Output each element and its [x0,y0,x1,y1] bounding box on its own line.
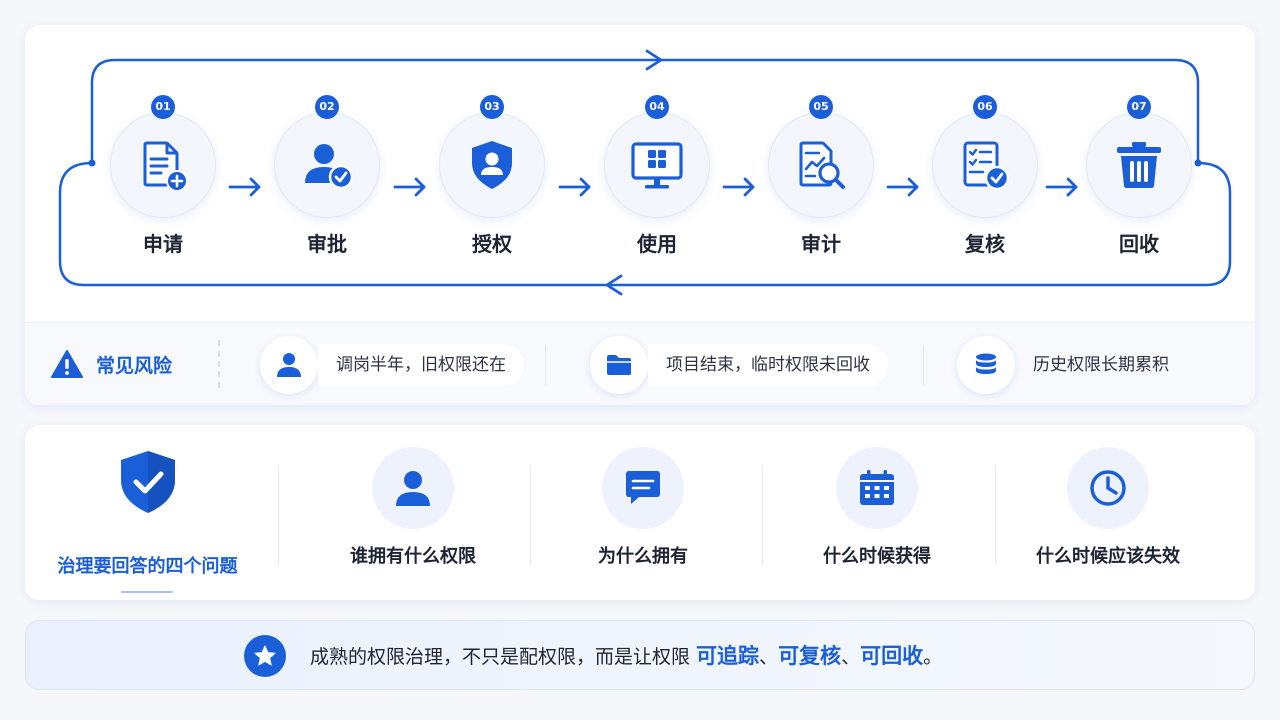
report-search-icon [799,141,845,189]
arrow-right-icon [558,177,591,197]
conclusion-sep: 、 [759,646,779,668]
step-number: 03 [480,95,504,119]
title-underline [121,591,173,593]
lifecycle-loop [58,49,1232,296]
step-label: 复核 [965,232,1005,256]
questions-title: 治理要回答的四个问题 [57,556,238,577]
checklist-check-icon [963,141,1010,191]
shield-check-icon [121,451,175,513]
step-number: 02 [315,95,339,119]
step-number: 07 [1127,95,1151,119]
questions-header: 治理要回答的四个问题 [25,445,270,593]
warning-icon [51,350,83,378]
conclusion-bar: 成熟的权限治理，不只是配权限，而是让权限 可追踪、可复核、可回收。 [25,620,1255,690]
risk-item-text: 历史权限长期累积 [1033,355,1169,375]
folder-icon [607,355,631,375]
step-revoke: 07 回收 [1069,95,1209,265]
conclusion-text: 成熟的权限治理，不只是配权限，而是让权限 可追踪、可复核、可回收。 [310,621,942,691]
step-number: 01 [151,95,175,119]
conclusion-end: 。 [923,646,943,668]
step-apply: 01 申请 [93,95,233,265]
step-number: 04 [645,95,669,119]
question-text: 什么时候获得 [823,546,931,567]
step-review: 06 复核 [915,95,1055,265]
question-text: 为什么拥有 [598,546,688,567]
user-icon [396,471,430,506]
monitor-apps-icon [631,142,683,189]
step-label: 回收 [1119,232,1159,256]
step-number: 06 [973,95,997,119]
governance-questions-card: 治理要回答的四个问题 谁拥有什么权限 为什么拥有 [25,425,1255,600]
highlight-reviewable: 可复核 [778,644,842,668]
user-icon [277,353,301,377]
trash-icon [1117,142,1161,188]
calendar-icon [860,470,894,505]
arrow-right-icon [722,177,755,197]
arrow-right-icon [228,177,261,197]
arrow-right-icon [393,177,426,197]
step-label: 申请 [143,232,183,256]
risk-item: 项目结束，临时权限未回收 [590,336,888,394]
conclusion-lead: 成熟的权限治理，不只是配权限，而是让权限 [310,646,697,668]
risk-item: 调岗半年，旧权限还在 [260,336,524,394]
question-when-granted: 什么时候获得 [762,447,992,577]
loop-arrow-left-icon [605,274,623,296]
step-label: 审批 [307,232,347,256]
step-label: 审计 [801,232,841,256]
star-icon [254,645,276,666]
loop-top-line [90,58,1200,163]
loop-bottom-line [58,161,1232,287]
step-number: 05 [809,95,833,119]
lifecycle-card: 01 申请 02 审批 03 [25,25,1255,405]
loop-arrow-right-icon [645,49,663,71]
message-icon [626,471,660,504]
step-audit: 05 审计 [751,95,891,265]
risk-band: 常见风险 调岗半年，旧权限还在 项目结束，临时权限未回收 [25,322,1255,405]
user-check-icon [305,144,354,190]
question-why: 为什么拥有 [528,447,758,577]
database-icon [976,353,996,374]
clock-icon [1090,470,1126,506]
step-label: 使用 [637,232,677,256]
arrow-right-icon [1045,177,1078,197]
conclusion-sep: 、 [841,646,861,668]
document-add-icon [143,141,188,192]
step-label: 授权 [472,232,512,256]
question-text: 什么时候应该失效 [1036,546,1180,567]
risk-item: 历史权限长期累积 [957,336,1187,394]
highlight-revocable: 可回收 [860,644,924,668]
loop-dot-right [1194,159,1202,167]
risk-item-text: 项目结束，临时权限未回收 [648,344,888,386]
arrow-right-icon [886,177,919,197]
risk-title: 常见风险 [50,349,172,379]
step-authorize: 03 授权 [422,95,562,265]
question-text: 谁拥有什么权限 [350,546,476,567]
question-who: 谁拥有什么权限 [298,447,528,577]
risk-item-text: 调岗半年，旧权限还在 [318,344,524,386]
step-use: 04 使用 [587,95,727,265]
risk-divider [218,340,220,388]
step-approve: 02 审批 [257,95,397,265]
question-when-expire: 什么时候应该失效 [993,447,1223,577]
shield-user-icon [472,141,512,189]
highlight-traceable: 可追踪 [696,644,760,668]
risk-title-text: 常见风险 [96,354,173,377]
loop-dot-left [88,159,96,167]
